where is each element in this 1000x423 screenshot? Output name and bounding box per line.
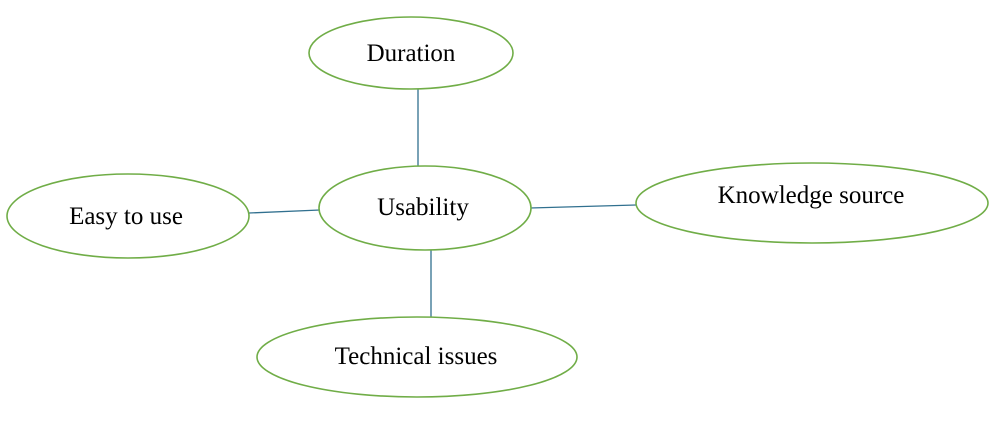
node-technical-issues: Technical issues: [256, 316, 578, 398]
node-duration-ellipse: [308, 16, 514, 90]
node-easy-to-use-ellipse: [6, 173, 250, 259]
node-technical-issues-label: Technical issues: [335, 343, 498, 370]
node-usability-label: Usability: [377, 194, 469, 221]
node-easy-to-use-label: Easy to use: [69, 203, 183, 230]
node-usability-center: Usability: [318, 165, 532, 251]
node-knowledge-source-ellipse: [635, 162, 989, 244]
node-duration-label: Duration: [367, 40, 456, 67]
node-duration: Duration: [308, 16, 514, 90]
node-usability-ellipse: [318, 165, 532, 251]
node-easy-to-use: Easy to use: [6, 173, 250, 259]
node-technical-issues-ellipse: [256, 316, 578, 398]
node-knowledge-source: Knowledge source: [635, 162, 989, 244]
node-knowledge-source-label: Knowledge source: [718, 182, 905, 209]
connector-usability-easy-to-use: [248, 209, 321, 214]
connector-usability-knowledge-source: [529, 204, 638, 209]
